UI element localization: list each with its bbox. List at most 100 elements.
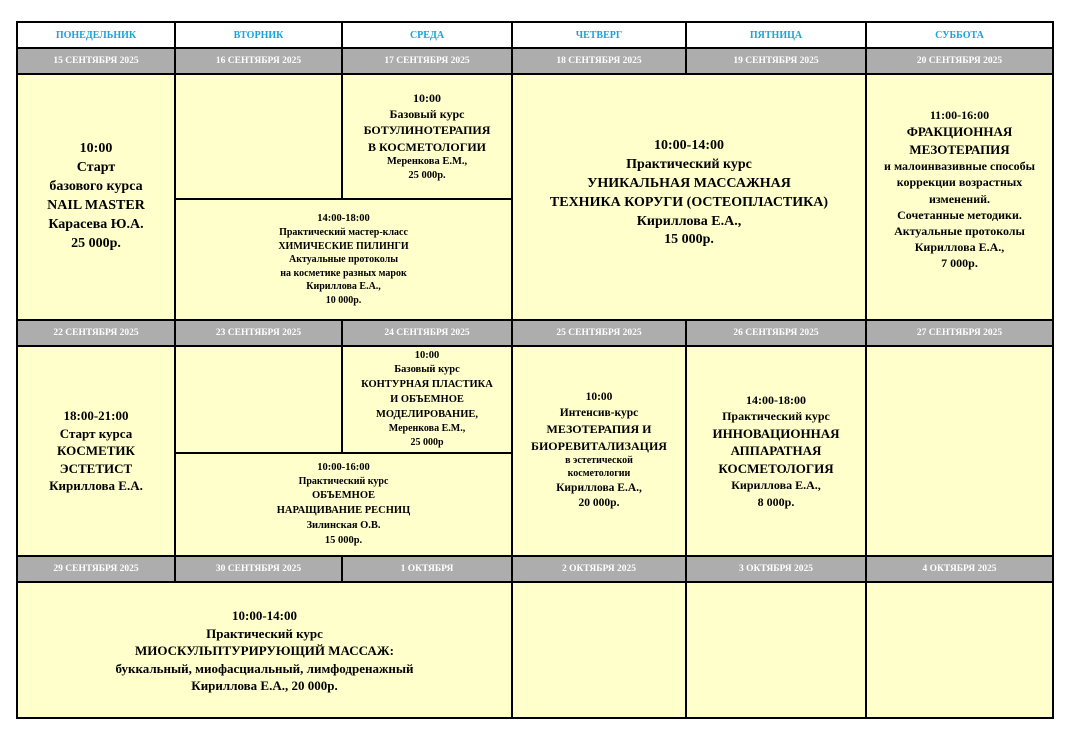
event-line: Практический курс [206, 625, 323, 641]
event-line: Практический курс [722, 409, 830, 424]
event-line: 14:00-18:00 [317, 212, 370, 224]
event-line: Меренкова Е.М., [388, 423, 466, 435]
event-line: Актуальные протоколы [894, 224, 1025, 239]
event-line: МЕЗОТЕРАПИЯ [909, 141, 1010, 157]
event-line: 14:00-18:00 [746, 393, 806, 408]
event-line: Кириллова Е.А. [49, 478, 143, 494]
event-line: И ОБЪЕМНОЕ [390, 393, 464, 405]
event-line: Кириллова Е.А., [306, 281, 381, 293]
event-line: 7 000р. [941, 256, 978, 271]
event-line: ИННОВАЦИОННАЯ [712, 425, 840, 441]
event-line: 10:00 [414, 349, 440, 361]
event-line: 15 000р. [324, 534, 363, 546]
weekday-header: ПОНЕДЕЛЬНИК [16, 21, 176, 49]
event-line: 18:00-21:00 [63, 408, 129, 424]
event-line: базового курса [49, 179, 143, 195]
date-cell: 15 СЕНТЯБРЯ 2025 [16, 47, 176, 75]
event-line: Кириллова Е.А., [556, 481, 642, 494]
event-line: БИОРЕВИТАЛИЗАЦИЯ [531, 438, 667, 453]
date-cell: 4 ОКТЯБРЯ 2025 [865, 555, 1054, 583]
event-line: изменений. [928, 191, 991, 206]
schedule-table: ПОНЕДЕЛЬНИК ВТОРНИК СРЕДА ЧЕТВЕРГ ПЯТНИЦ… [16, 21, 1054, 719]
event-line: Кириллова Е.А., [731, 478, 821, 493]
event-line: Старт курса [59, 425, 133, 441]
event-line: Кириллова Е.А., 20 000р. [191, 678, 338, 694]
event-line: Базовый курс [389, 107, 465, 122]
weekday-header: ВТОРНИК [174, 21, 343, 49]
event-line: Сочетанные методики. [897, 207, 1022, 222]
event-line: 25 000р. [408, 169, 446, 181]
event-line: ТЕХНИКА КОРУГИ (ОСТЕОПЛАСТИКА) [549, 194, 829, 210]
empty-cell [174, 345, 343, 454]
event-line: коррекции возрастных [896, 175, 1023, 190]
event-line: Зилинская О.В. [306, 519, 381, 531]
event-line: КОНТУРНАЯ ПЛАСТИКА [361, 379, 493, 391]
event-nail-master: 10:00 Старт базового курса NAIL MASTER К… [16, 73, 176, 321]
event-cosmetic-esthetician: 18:00-21:00 Старт курса КОСМЕТИК ЭСТЕТИС… [16, 345, 176, 557]
event-line: на косметике разных марок [280, 267, 407, 279]
event-line: ХИМИЧЕСКИЕ ПИЛИНГИ [278, 240, 409, 252]
event-line: 10:00 [585, 391, 613, 404]
event-line: 25 000р. [71, 235, 121, 251]
date-cell: 27 СЕНТЯБРЯ 2025 [865, 319, 1054, 347]
empty-cell [865, 345, 1054, 557]
weekday-header: СРЕДА [341, 21, 513, 49]
date-cell: 16 СЕНТЯБРЯ 2025 [174, 47, 343, 75]
event-line: Актуальные протоколы [288, 254, 398, 266]
event-line: буккальный, миофасциальный, лимфодренажн… [115, 660, 414, 676]
event-line: Интенсив-курс [559, 406, 639, 419]
event-line: Кириллова Е.А., [636, 213, 742, 229]
event-hardware-cosmetology: 14:00-18:00 Практический курс ИННОВАЦИОН… [685, 345, 867, 557]
event-line: 11:00-16:00 [929, 108, 990, 122]
event-line: 10:00-14:00 [654, 138, 724, 153]
date-cell: 19 СЕНТЯБРЯ 2025 [685, 47, 867, 75]
event-line: АППАРАТНАЯ [730, 443, 822, 459]
event-line: 10:00-16:00 [317, 461, 370, 473]
event-line: Практический мастер-класс [279, 227, 408, 239]
event-korugi-massage: 10:00-14:00 Практический курс УНИКАЛЬНАЯ… [511, 73, 867, 321]
event-line: NAIL MASTER [47, 198, 145, 213]
weekday-header-row: ПОНЕДЕЛЬНИК ВТОРНИК СРЕДА ЧЕТВЕРГ ПЯТНИЦ… [16, 21, 1054, 49]
event-line: КОСМЕТИК [57, 443, 135, 459]
date-cell: 3 ОКТЯБРЯ 2025 [685, 555, 867, 583]
event-line: 20 000р. [578, 497, 620, 510]
event-line: Кириллова Е.А., [914, 240, 1005, 255]
empty-cell [174, 73, 343, 200]
event-myosculpting-massage: 10:00-14:00 Практический курс МИОСКУЛЬПТ… [16, 581, 513, 719]
event-line: МОДЕЛИРОВАНИЕ, [375, 408, 479, 420]
empty-cell [865, 581, 1054, 719]
date-cell: 2 ОКТЯБРЯ 2025 [511, 555, 687, 583]
event-line: Практический курс [626, 156, 752, 172]
event-chemical-peels: 14:00-18:00 Практический мастер-класс ХИ… [174, 198, 513, 321]
date-cell: 1 ОКТЯБРЯ [341, 555, 513, 583]
date-row: 29 СЕНТЯБРЯ 2025 30 СЕНТЯБРЯ 2025 1 ОКТЯ… [16, 555, 1054, 583]
event-mesotherapy-biorevitalization: 10:00 Интенсив-курс МЕЗОТЕРАПИЯ И БИОРЕВ… [511, 345, 687, 557]
event-line: УНИКАЛЬНАЯ МАССАЖНАЯ [587, 175, 791, 191]
event-line: 10:00-14:00 [232, 608, 297, 623]
event-line: НАРАЩИВАНИЕ РЕСНИЦ [276, 505, 411, 517]
event-line: 10 000р. [325, 294, 362, 306]
event-line: 10:00 [413, 90, 441, 105]
event-line: Старт [76, 160, 116, 176]
event-line: БОТУЛИНОТЕРАПИЯ [363, 123, 491, 138]
event-line: ОБЪЕМНОЕ [312, 490, 375, 502]
event-line: в эстетической [565, 454, 633, 466]
date-cell: 23 СЕНТЯБРЯ 2025 [174, 319, 343, 347]
empty-cell [511, 581, 687, 719]
event-contour-plastic: 10:00 Базовый курс КОНТУРНАЯ ПЛАСТИКА И … [341, 345, 513, 454]
date-cell: 20 СЕНТЯБРЯ 2025 [865, 47, 1054, 75]
event-line: Базовый курс [394, 364, 460, 376]
date-cell: 22 СЕНТЯБРЯ 2025 [16, 319, 176, 347]
weekday-header: ЧЕТВЕРГ [511, 21, 687, 49]
event-line: ФРАКЦИОННАЯ [906, 124, 1013, 140]
event-botulinotherapy: 10:00 Базовый курс БОТУЛИНОТЕРАПИЯ В КОС… [341, 73, 513, 200]
event-line: Меренкова Е.М., [386, 155, 468, 167]
event-line: Практический курс [298, 476, 389, 488]
event-line: МЕЗОТЕРАПИЯ И [546, 422, 652, 437]
event-line: и малоинвазивные способы [884, 159, 1035, 174]
weekday-header: ПЯТНИЦА [685, 21, 867, 49]
event-line: 10:00 [79, 141, 113, 157]
event-line: МИОСКУЛЬПТУРИРУЮЩИЙ МАССАЖ: [135, 643, 394, 659]
date-cell: 29 СЕНТЯБРЯ 2025 [16, 555, 176, 583]
event-line: 15 000р. [664, 232, 714, 248]
